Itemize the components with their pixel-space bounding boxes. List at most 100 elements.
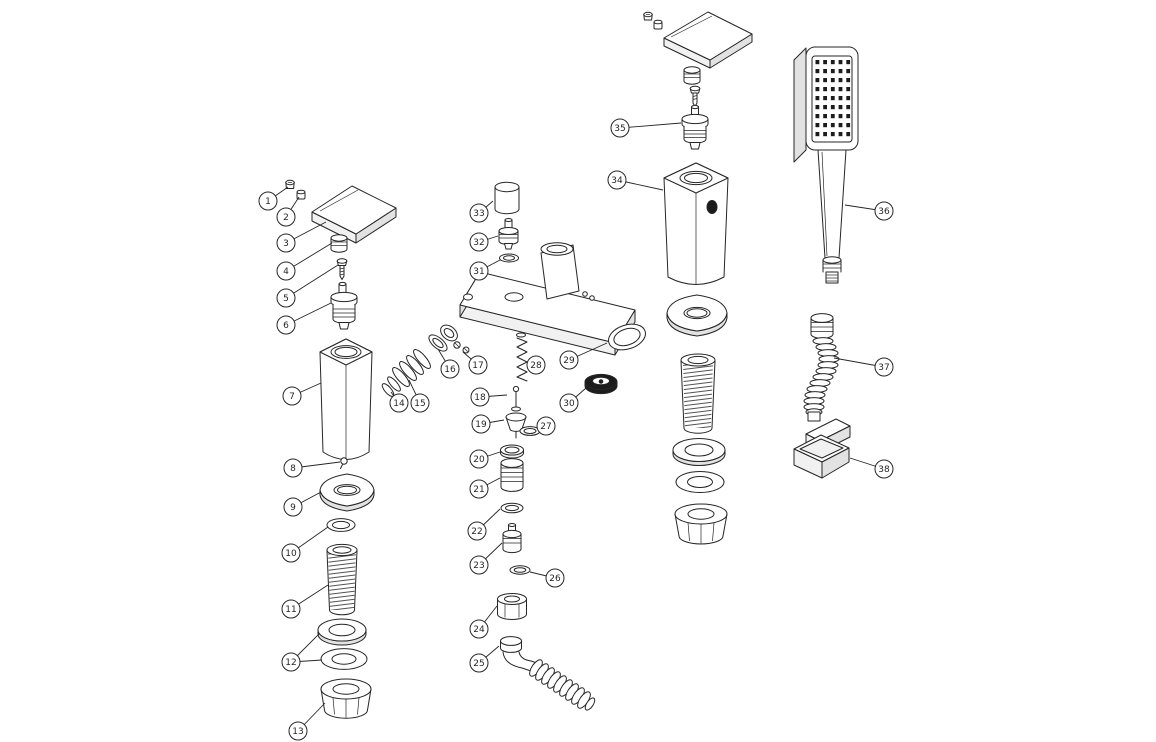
- part-16-washer: [428, 334, 448, 352]
- spray-hole: [830, 123, 835, 128]
- part-34-pillar-body: [663, 162, 729, 285]
- spray-hole: [823, 96, 827, 101]
- balloon-number-31: 31: [473, 267, 484, 277]
- part-28-diverter-spring: [516, 332, 528, 382]
- spray-hole: [815, 78, 820, 83]
- part-handle-cap-right: [653, 19, 663, 30]
- balloon-number-14: 14: [393, 399, 405, 409]
- balloon-number-22: 22: [471, 527, 482, 537]
- balloon-4: [276, 261, 296, 281]
- part-10-seal-washer: [326, 518, 356, 532]
- balloon-1: [258, 191, 278, 211]
- part-4-shroud-collar: [330, 234, 348, 253]
- balloon-number-24: 24: [473, 625, 485, 635]
- part-31-o-ring: [499, 253, 519, 263]
- balloon-number-37: 37: [878, 363, 889, 373]
- balloon-38: [874, 459, 894, 479]
- part-26-o-ring-small: [509, 565, 531, 575]
- spray-hole: [846, 69, 851, 74]
- balloon-18: [470, 387, 490, 407]
- assembly-left-pillar: [285, 179, 397, 719]
- part-15-hose-adapter: [392, 349, 431, 387]
- balloon-number-18: 18: [474, 393, 486, 403]
- spray-hole: [830, 87, 835, 92]
- balloon-number-7: 7: [289, 392, 295, 402]
- part-handle-screw-right: [643, 11, 653, 21]
- part-9-base-flange: [319, 473, 375, 512]
- leader-line-5: [285, 264, 339, 299]
- part-23-screw-cap: [502, 523, 522, 554]
- spray-hole: [823, 69, 827, 74]
- part-37-shower-hose: [803, 313, 840, 422]
- balloon-number-30: 30: [563, 399, 575, 409]
- part-17-port-screws: [453, 341, 470, 354]
- balloon-16: [440, 359, 460, 379]
- part-3-lever-handle: [311, 185, 397, 244]
- balloon-27: [536, 416, 556, 436]
- part-base-flange-right: [666, 294, 728, 337]
- balloon-19: [471, 414, 491, 434]
- part-5-fixing-screw: [336, 258, 348, 280]
- balloon-number-33: 33: [473, 209, 484, 219]
- spray-hole: [846, 123, 851, 128]
- balloon-number-4: 4: [283, 267, 289, 277]
- balloon-number-23: 23: [473, 561, 484, 571]
- spray-hole: [815, 69, 820, 74]
- balloon-7: [282, 386, 302, 406]
- balloon-11: [281, 599, 301, 619]
- balloon-number-6: 6: [283, 321, 289, 331]
- assembly-shower-kit: [793, 46, 859, 479]
- balloon-number-3: 3: [283, 239, 289, 249]
- spray-hole: [846, 87, 851, 92]
- balloon-12: [281, 652, 301, 672]
- part-35-cartridge: [681, 104, 709, 150]
- part-13-backnut: [320, 678, 372, 719]
- balloon-number-5: 5: [283, 294, 289, 304]
- part-19-diverter-cone: [505, 412, 527, 439]
- spray-hole: [846, 78, 851, 83]
- balloon-35: [610, 118, 630, 138]
- part-32-diverter-cartridge: [498, 218, 519, 250]
- balloon-22: [467, 521, 487, 541]
- balloon-number-16: 16: [444, 365, 456, 375]
- part-backnut-right: [674, 503, 728, 545]
- balloon-26: [545, 568, 565, 588]
- balloon-number-36: 36: [878, 207, 890, 217]
- part-24-hose-nut: [497, 593, 527, 620]
- balloon-number-2: 2: [283, 213, 289, 223]
- balloon-number-28: 28: [530, 361, 542, 371]
- balloon-23: [469, 555, 489, 575]
- assembly-right-pillar: [643, 11, 753, 545]
- part-shroud-collar-right: [683, 66, 701, 85]
- spray-hole: [815, 96, 820, 101]
- part-33-diverter-cap: [494, 181, 520, 215]
- spray-hole: [823, 123, 827, 128]
- balloon-number-32: 32: [473, 238, 484, 248]
- spray-hole: [823, 87, 827, 92]
- spray-hole: [815, 114, 820, 119]
- spray-hole: [830, 114, 835, 119]
- part-11-threaded-tail: [326, 543, 358, 616]
- balloon-5: [276, 288, 296, 308]
- balloon-3: [276, 233, 296, 253]
- balloon-2: [276, 207, 296, 227]
- spray-hole: [815, 132, 820, 137]
- spray-hole: [823, 60, 827, 65]
- part-18-diverter-rod: [511, 385, 521, 412]
- part-backnut-washers-right: [672, 438, 726, 493]
- spray-hole: [838, 69, 843, 74]
- spray-hole: [838, 132, 843, 137]
- part-8-grub-screw: [340, 457, 348, 469]
- part-20-gland-ring: [500, 444, 524, 459]
- balloon-13: [288, 721, 308, 741]
- spray-hole: [830, 96, 835, 101]
- leader-line-35: [619, 122, 682, 129]
- part-29-spout-outlet: [608, 323, 646, 351]
- balloon-29: [559, 350, 579, 370]
- balloon-31: [469, 261, 489, 281]
- balloon-37: [874, 357, 894, 377]
- balloon-34: [607, 170, 627, 190]
- balloon-number-10: 10: [285, 549, 297, 559]
- balloon-number-27: 27: [540, 422, 551, 432]
